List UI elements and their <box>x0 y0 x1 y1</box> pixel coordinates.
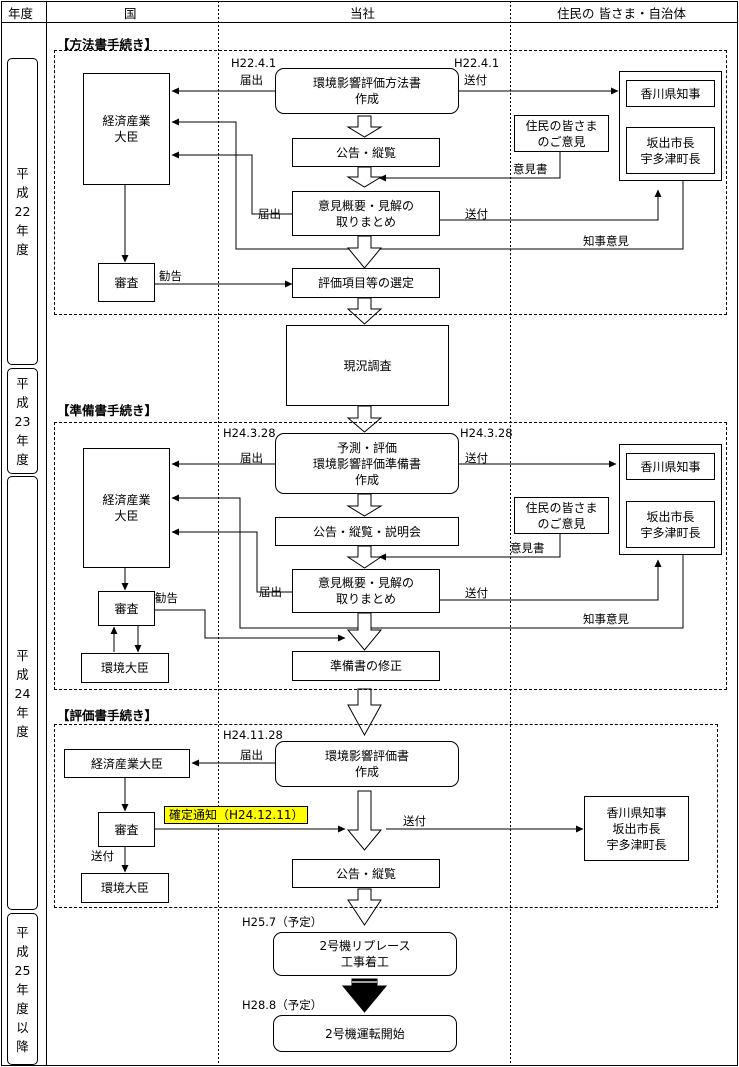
method-label-kankoku: 勧告 <box>159 269 182 283</box>
year-h25: 平 成 25 年 度 以 降 <box>7 913 38 1065</box>
survey-box: 現況調査 <box>286 325 449 406</box>
method-cities-box: 坂出市長 宇多津町長 <box>626 127 715 174</box>
final-date2: H28.8（予定） <box>242 998 323 1012</box>
prep-section-frame <box>54 422 727 690</box>
year-h23: 平 成 23 年 度 <box>7 368 38 474</box>
method-summary-box: 意見概要・見解の 取りまとめ <box>292 191 440 236</box>
method-label-soufu1: 送付 <box>464 73 487 87</box>
method-date-right: H22.4.1 <box>454 56 500 70</box>
prep-label-soufu1: 送付 <box>465 451 488 465</box>
method-minister-box: 経済産業 大臣 <box>83 73 170 185</box>
eval-label-soufu: 送付 <box>403 814 426 828</box>
eval-recipients-box: 香川県知事 坂出市長 宇多津町長 <box>584 796 689 861</box>
prep-cities-box: 坂出市長 宇多津町長 <box>626 501 715 548</box>
eval-label-soufu-env: 送付 <box>91 849 114 863</box>
method-residents-box: 住民の皆さま のご意見 <box>514 115 609 152</box>
header-year: 年度 <box>8 6 34 21</box>
final-date1: H25.7（予定） <box>242 915 323 929</box>
operation-start-box: 2号機運転開始 <box>273 1015 457 1052</box>
prep-review-box: 審査 <box>98 591 155 626</box>
method-label-todokede2: 届出 <box>258 207 281 221</box>
prep-section-title: 【準備書手続き】 <box>57 403 158 418</box>
method-section-title: 【方法書手続き】 <box>57 37 158 52</box>
prep-env-minister-box: 環境大臣 <box>81 653 169 683</box>
year-h22: 平 成 22 年 度 <box>7 58 38 365</box>
prep-main-box: 予測・評価 環境影響評価準備書 作成 <box>275 433 459 494</box>
eval-main-box: 環境影響評価書 作成 <box>275 741 459 787</box>
method-selection-box: 評価項目等の選定 <box>292 268 440 298</box>
prep-kagawa-box: 香川県知事 <box>626 453 715 480</box>
eval-confirmation-notice: 確定通知（H24.12.11） <box>164 806 309 824</box>
prep-minister-box: 経済産業 大臣 <box>83 448 170 568</box>
eval-section-frame <box>54 724 718 908</box>
method-date-left: H22.4.1 <box>231 56 277 70</box>
eval-date-left: H24.11.28 <box>223 728 283 742</box>
header-country: 国 <box>124 6 137 21</box>
eval-review-box: 審査 <box>98 812 155 847</box>
method-label-chiji: 知事意見 <box>583 234 629 248</box>
method-kagawa-box: 香川県知事 <box>626 80 715 107</box>
method-review-box: 審査 <box>98 263 155 302</box>
prep-label-ikensho: 意見書 <box>510 541 545 555</box>
year-h24: 平 成 24 年 度 <box>7 476 38 910</box>
prep-label-soufu2: 送付 <box>465 586 488 600</box>
method-koukoku-box: 公告・縦覧 <box>292 138 440 167</box>
prep-label-todokede1: 届出 <box>240 451 263 465</box>
replace-start-box: 2号機リプレース 工事着工 <box>273 932 457 976</box>
prep-date-left: H24.3.28 <box>223 426 276 440</box>
prep-residents-box: 住民の皆さま のご意見 <box>514 497 609 534</box>
prep-date-right: H24.3.28 <box>460 426 513 440</box>
prep-label-todokede2: 届出 <box>259 585 282 599</box>
prep-revision-box: 準備書の修正 <box>292 651 440 681</box>
eval-koukoku-box: 公告・縦覧 <box>292 859 440 888</box>
prep-koukoku-box: 公告・縦覧・説明会 <box>275 517 459 546</box>
eval-label-todokede: 届出 <box>240 748 263 762</box>
prep-summary-box: 意見概要・見解の 取りまとめ <box>292 569 440 613</box>
method-main-box: 環境影響評価方法書 作成 <box>275 68 459 114</box>
method-label-ikensho: 意見書 <box>513 162 548 176</box>
header-company: 当社 <box>350 6 376 21</box>
method-section-frame <box>54 50 727 315</box>
prep-label-kankoku: 勧告 <box>155 591 178 605</box>
eval-env-minister-box: 環境大臣 <box>81 873 169 903</box>
prep-label-chiji: 知事意見 <box>583 612 629 626</box>
method-label-soufu2: 送付 <box>465 207 488 221</box>
eval-section-title: 【評価書手続き】 <box>57 708 158 723</box>
method-label-todokede1: 届出 <box>240 73 263 87</box>
eval-minister-box: 経済産業大臣 <box>64 749 190 778</box>
header-residents: 住民の 皆さま・自治体 <box>557 6 686 21</box>
